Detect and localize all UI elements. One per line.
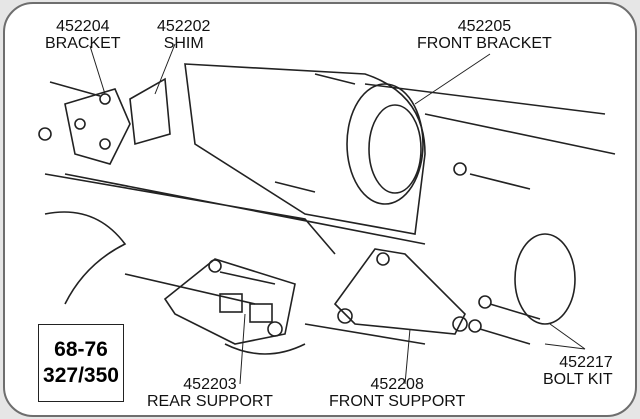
engines-text: 327/350 — [43, 364, 119, 387]
alternator-body — [184, 63, 616, 235]
part-name: BRACKET — [45, 35, 121, 52]
part-name: BOLT KIT — [543, 371, 613, 388]
rear-support — [163, 258, 296, 345]
part-label-shim: 452202 SHIM — [157, 18, 210, 52]
part-number: 452205 — [457, 18, 512, 35]
bolts — [38, 73, 541, 345]
engine-block — [44, 173, 576, 355]
part-number: 452204 — [56, 18, 110, 35]
part-label-rear-support: 452203 REAR SUPPORT — [147, 376, 273, 410]
part-number: 452202 — [157, 18, 211, 35]
rear-bracket — [64, 77, 171, 165]
part-number: 452208 — [370, 376, 424, 393]
part-label-front-support: 452208 FRONT SUPPORT — [329, 376, 465, 410]
part-name: SHIM — [163, 35, 204, 52]
part-label-front-bracket: 452205 FRONT BRACKET — [417, 18, 552, 52]
part-number: 452203 — [183, 376, 237, 393]
part-label-bracket: 452204 BRACKET — [45, 18, 121, 52]
part-number: 452217 — [559, 354, 613, 371]
part-name: FRONT SUPPORT — [329, 393, 466, 410]
applicability-box: 68-76 327/350 — [38, 324, 124, 402]
front-support — [333, 248, 468, 335]
exploded-assembly-drawing — [38, 43, 616, 385]
years-text: 68-76 — [54, 338, 108, 361]
part-label-bolt-kit: 452217 BOLT KIT — [543, 354, 613, 388]
leader-lines — [89, 43, 586, 385]
part-name: FRONT BRACKET — [417, 35, 552, 52]
part-name: REAR SUPPORT — [147, 393, 273, 410]
diagram-frame: 452204 BRACKET 452202 SHIM 452205 FRONT … — [3, 2, 637, 417]
